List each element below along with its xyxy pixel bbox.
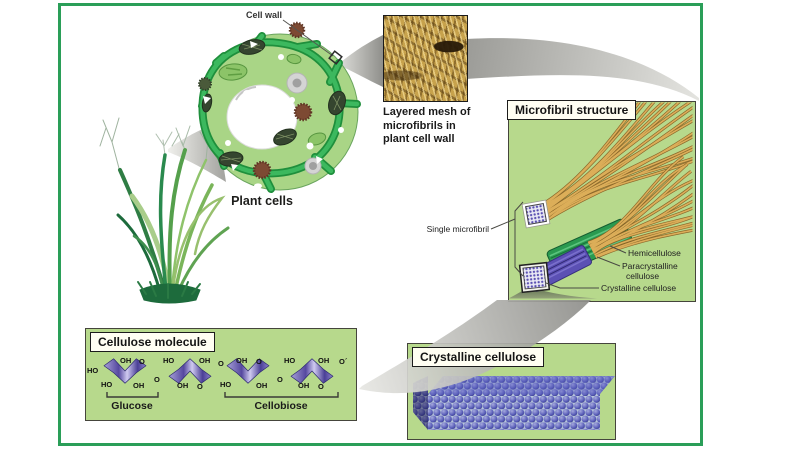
crystalline-cellulose-label: Crystalline cellulose <box>601 283 677 293</box>
atom-label: OH <box>298 381 310 390</box>
atom-label: OH <box>199 356 211 365</box>
plant-cells-caption: Plant cells <box>231 194 293 208</box>
atom-label: HO <box>101 380 113 389</box>
microfibril-panel-title: Microfibril structure <box>507 100 637 120</box>
paracrystalline-label-line1: Paracrystalline <box>622 261 678 271</box>
micrograph-caption-line2: microfibrils in <box>383 119 456 132</box>
atom-label: OH <box>120 356 132 365</box>
atom-label: HO <box>163 356 175 365</box>
atom-label: HO <box>284 356 296 365</box>
molecule-panel-title: Cellulose molecule <box>90 332 215 352</box>
micrograph-caption-line1: Layered mesh of <box>383 106 471 118</box>
atom-label: OH <box>256 381 268 390</box>
microfibril-structure-panel <box>508 101 696 302</box>
hemicellulose-label: Hemicellulose <box>628 248 681 258</box>
micrograph-caption-line3: plant cell wall <box>383 133 455 145</box>
atom-label: OH <box>177 381 189 390</box>
atom-label: O <box>197 382 203 391</box>
atom-label: O <box>139 357 145 366</box>
cell-wall-label: Cell wall <box>246 10 283 20</box>
glucose-bracket-label: Glucose <box>111 400 153 412</box>
atom-label: O <box>277 375 283 384</box>
atom-label: OH <box>318 356 330 365</box>
single-microfibril-label: Single microfibril <box>426 224 489 234</box>
crystalline-panel-title: Crystalline cellulose <box>412 347 545 367</box>
atom-label: O <box>154 375 160 384</box>
atom-label: O´ <box>339 357 348 366</box>
paracrystalline-label-line2: cellulose <box>626 271 660 281</box>
atom-label: OH <box>133 381 145 390</box>
atom-label: O <box>218 359 224 368</box>
cellobiose-bracket-label: Cellobiose <box>254 400 308 412</box>
atom-label: HO <box>220 380 232 389</box>
atom-label: O <box>318 382 324 391</box>
atom-label: HO <box>87 366 99 375</box>
atom-label: O <box>256 357 262 366</box>
micrograph-image <box>383 15 468 102</box>
micrograph-caption: Layered mesh of microfibrils in plant ce… <box>383 106 473 147</box>
atom-label: OH <box>236 356 248 365</box>
